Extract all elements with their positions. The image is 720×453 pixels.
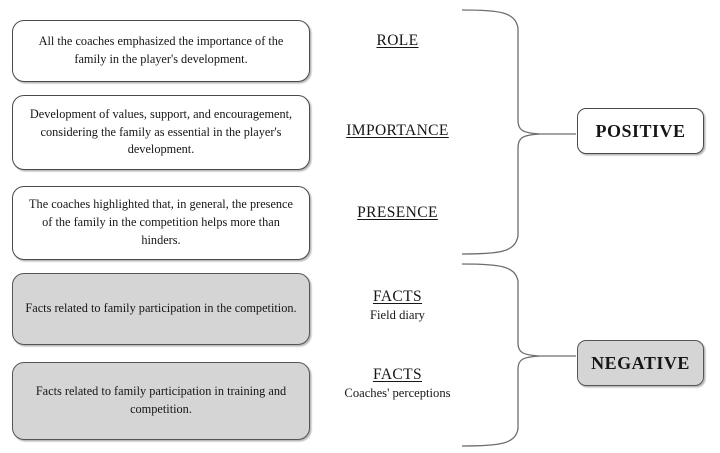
statement-box-importance: Development of values, support, and enco… <box>12 95 310 170</box>
category-label-facts-coaches-perceptions: FACTS Coaches' perceptions <box>320 366 475 401</box>
statement-box-role: All the coaches emphasized the importanc… <box>12 20 310 82</box>
category-title: FACTS <box>372 366 423 383</box>
statement-box-facts-coaches-perceptions: Facts related to family participation in… <box>12 362 310 440</box>
category-subtitle: Coaches' perceptions <box>344 386 451 400</box>
outcome-box-positive: POSITIVE <box>577 108 704 154</box>
category-subtitle: Field diary <box>370 308 425 322</box>
category-label-facts-field-diary: FACTS Field diary <box>320 288 475 323</box>
statement-text: Facts related to family participation in… <box>25 301 297 316</box>
statement-box-facts-field-diary: Facts related to family participation in… <box>12 273 310 345</box>
category-label-role: ROLE <box>320 32 475 50</box>
outcome-label: NEGATIVE <box>591 352 690 373</box>
category-title: FACTS <box>372 288 423 305</box>
statement-box-presence: The coaches highlighted that, in general… <box>12 186 310 260</box>
category-title: PRESENCE <box>357 204 438 221</box>
category-label-importance: IMPORTANCE <box>320 122 475 140</box>
outcome-box-negative: NEGATIVE <box>577 340 704 386</box>
statement-text: All the coaches emphasized the importanc… <box>38 34 284 66</box>
brace-negative-icon <box>461 263 576 447</box>
category-label-presence: PRESENCE <box>320 204 475 222</box>
statement-text: Development of values, support, and enco… <box>29 106 293 157</box>
outcome-label: POSITIVE <box>595 120 686 141</box>
category-title: IMPORTANCE <box>346 122 449 139</box>
statement-text: The coaches highlighted that, in general… <box>29 197 293 247</box>
brace-positive-icon <box>461 9 576 255</box>
statement-text: Facts related to family participation in… <box>35 384 287 416</box>
category-title: ROLE <box>376 32 419 49</box>
